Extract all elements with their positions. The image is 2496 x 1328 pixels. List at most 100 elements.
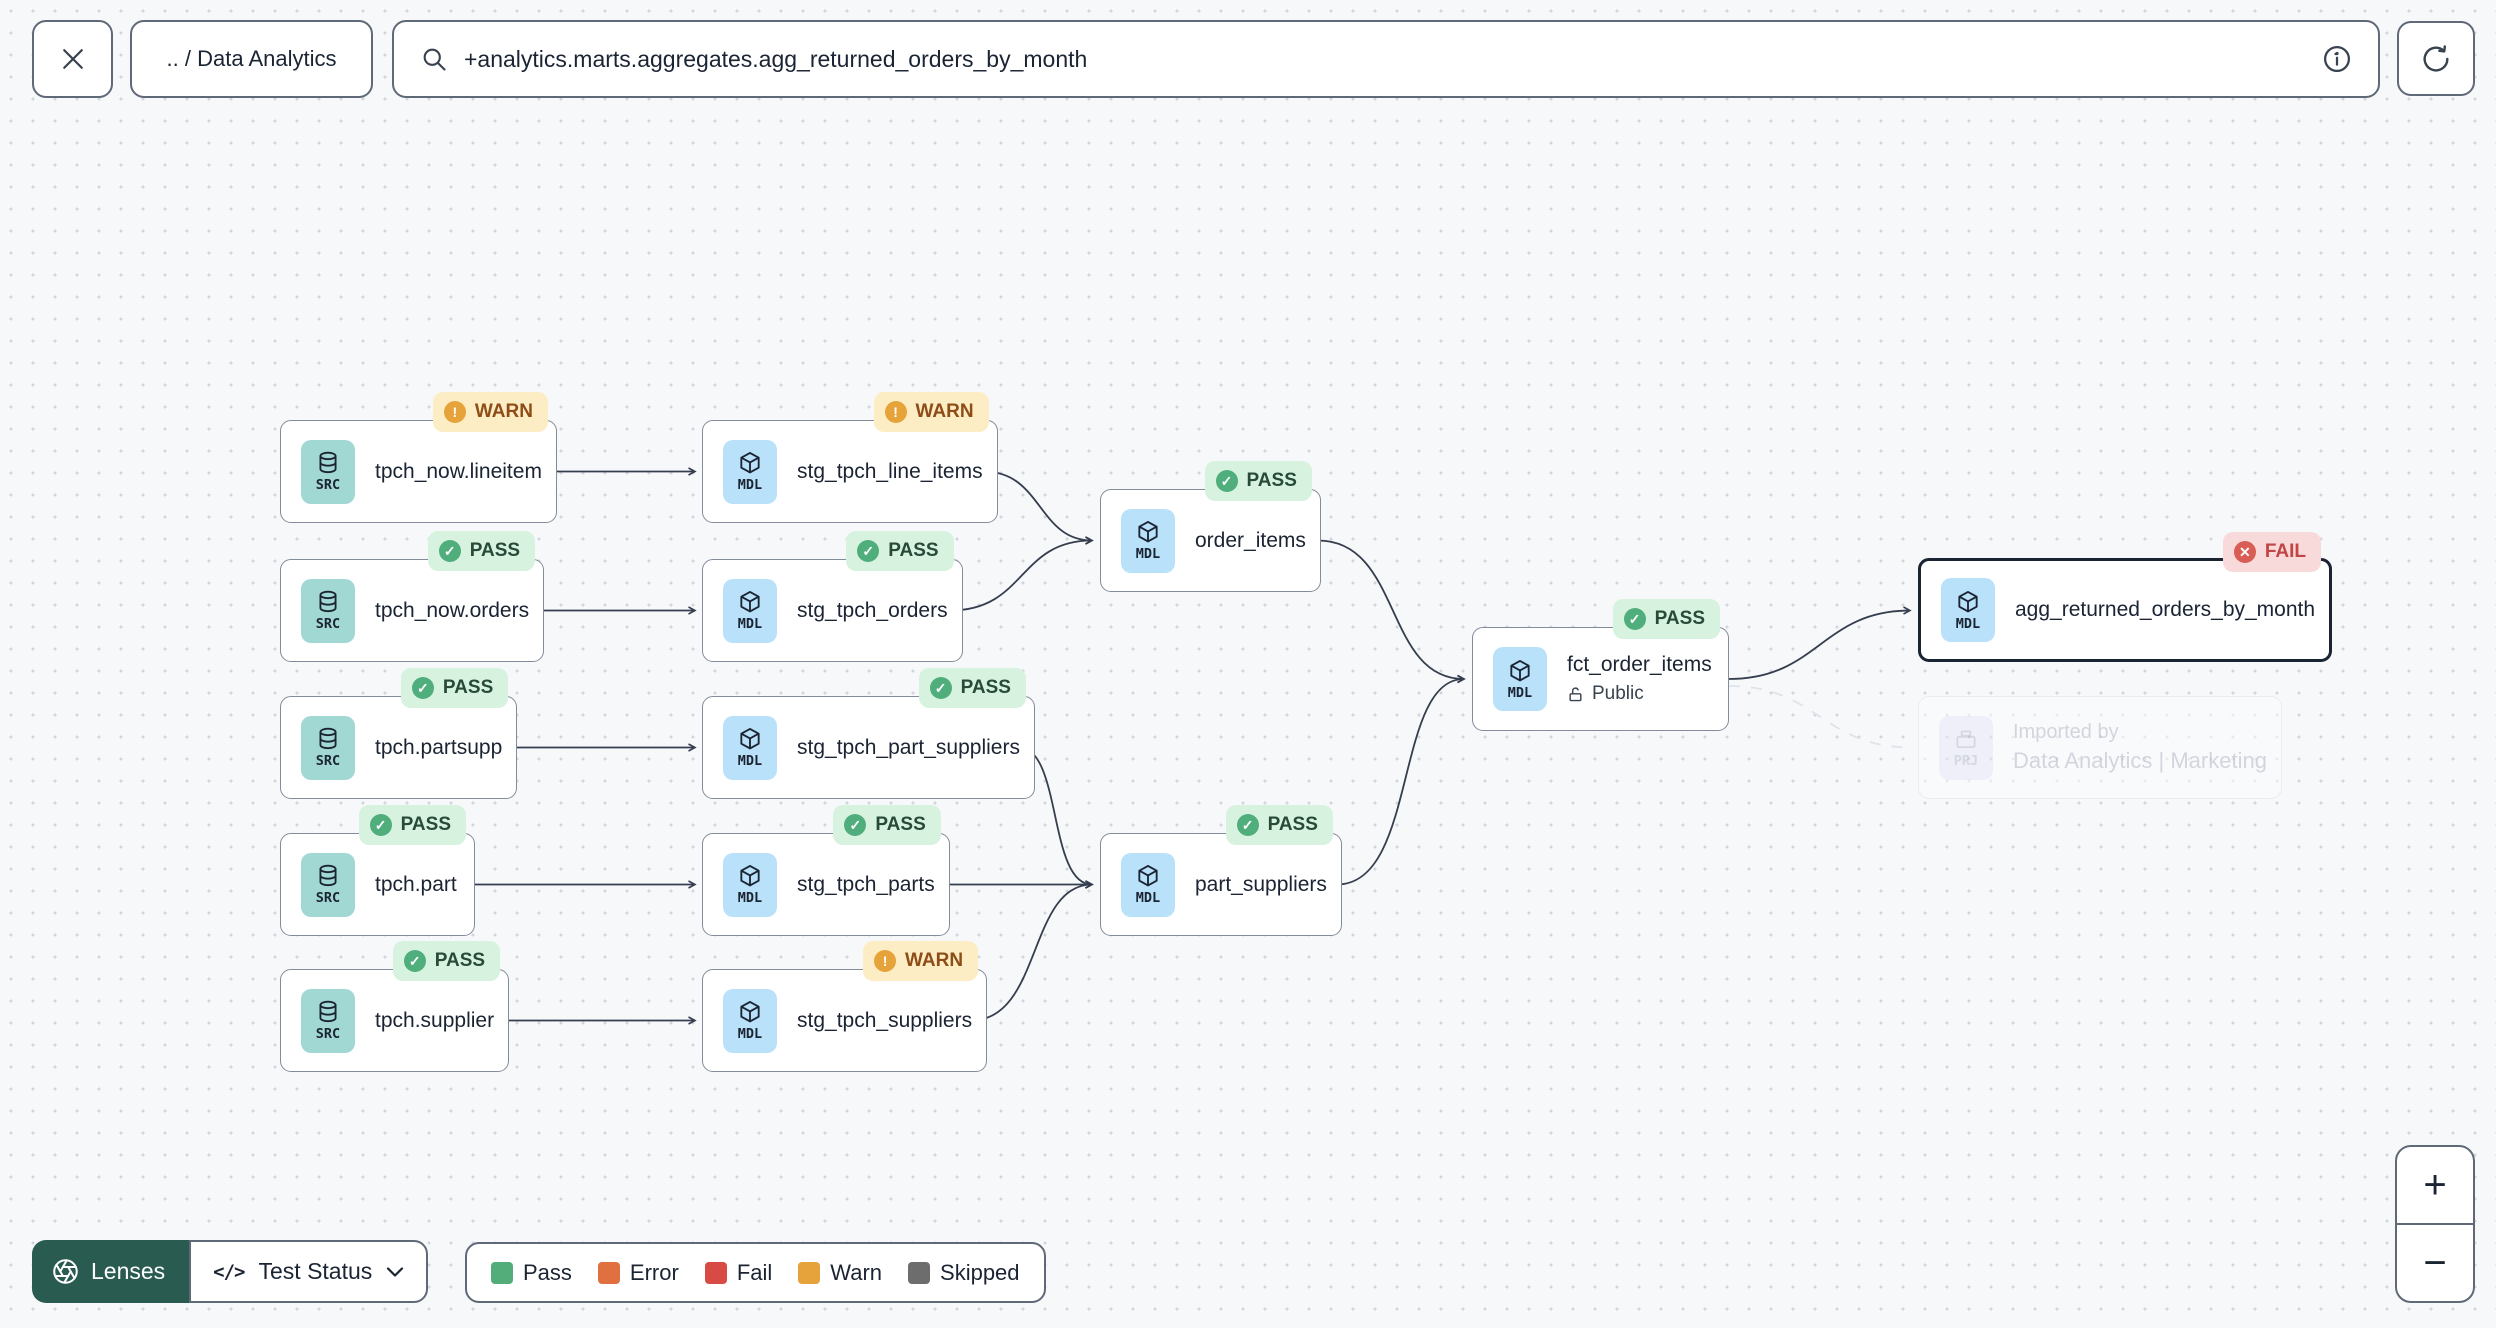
status-badge: ! WARN	[432, 392, 548, 432]
database-icon	[319, 1000, 337, 1023]
node-tpch-supplier[interactable]: ✓ PASS SRC tpch.supplier	[280, 941, 510, 1072]
legend-item-fail: Fail	[704, 1260, 772, 1286]
pass-swatch	[491, 1261, 513, 1284]
status-legend: Pass Error Fail Warn Skipped	[465, 1242, 1046, 1303]
node-tpch-now-lineitem[interactable]: ! WARN SRC tpch_now.lineitem	[280, 392, 557, 523]
node-stg-tpch-parts[interactable]: ✓ PASS MDL stg_tpch_parts	[702, 805, 950, 936]
cube-icon	[1138, 521, 1158, 543]
search-input[interactable]	[464, 45, 2306, 73]
model-type-icon: MDL	[723, 439, 777, 504]
status-badge: ✓ PASS	[918, 668, 1026, 708]
node-agg-returned-orders-by-month[interactable]: ✕ FAIL MDL agg_returned_orders_by_month	[1918, 532, 2333, 662]
legend-item-skipped: Skipped	[908, 1260, 1020, 1286]
fail-swatch	[704, 1261, 727, 1284]
check-icon: ✓	[1236, 814, 1259, 836]
check-icon: ✓	[857, 540, 880, 562]
model-type-icon: MDL	[723, 852, 777, 917]
model-type-icon: MDL	[1941, 578, 1995, 642]
check-icon: ✓	[1215, 470, 1238, 492]
lenses-button[interactable]: Lenses	[32, 1240, 190, 1303]
cube-icon	[740, 591, 760, 613]
node-stg-tpch-orders[interactable]: ✓ PASS MDL stg_tpch_orders	[702, 531, 963, 662]
access-level: Public	[1567, 683, 1712, 705]
cube-icon	[740, 452, 760, 474]
check-icon: ✓	[844, 814, 867, 836]
lens-selector[interactable]: </> Test Status	[189, 1240, 429, 1303]
cube-icon	[1958, 590, 1978, 612]
node-stg-tpch-line-items[interactable]: ! WARN MDL stg_tpch_line_items	[702, 392, 998, 523]
status-badge: ✓ PASS	[392, 941, 501, 981]
source-type-icon: SRC	[301, 852, 355, 917]
lineage-search[interactable]	[392, 20, 2380, 98]
model-type-icon: MDL	[723, 578, 777, 643]
warn-icon: !	[874, 950, 897, 972]
info-icon[interactable]	[2322, 44, 2352, 74]
cube-icon	[740, 728, 760, 750]
warn-swatch	[798, 1261, 821, 1284]
node-tpch-part[interactable]: ✓ PASS SRC tpch.part	[280, 805, 475, 936]
status-badge: ✓ PASS	[1225, 805, 1333, 845]
cube-icon	[740, 865, 760, 887]
project-type-icon: PRJ	[1939, 715, 1993, 780]
status-badge: ! WARN	[873, 392, 989, 432]
check-icon: ✓	[369, 814, 392, 836]
legend-item-error: Error	[597, 1260, 679, 1286]
fail-icon: ✕	[2233, 541, 2256, 563]
node-stg-tpch-part-suppliers[interactable]: ✓ PASS MDL stg_tpch_part_suppliers	[702, 668, 1035, 799]
refresh-icon	[2423, 44, 2449, 72]
node-stg-tpch-suppliers[interactable]: ! WARN MDL stg_tpch_suppliers	[702, 941, 988, 1072]
status-badge: ✓ PASS	[400, 668, 509, 708]
status-badge: ✓ PASS	[1612, 599, 1720, 639]
zoom-in-button[interactable]: +	[2397, 1147, 2473, 1225]
node-fct-order-items[interactable]: ✓ PASS MDL fct_order_items Public	[1472, 599, 1729, 731]
status-badge: ✓ PASS	[427, 531, 536, 571]
chevron-down-icon	[387, 1266, 404, 1277]
legend-item-warn: Warn	[798, 1260, 882, 1286]
source-type-icon: SRC	[301, 715, 355, 780]
legend-item-pass: Pass	[491, 1260, 572, 1286]
check-icon: ✓	[403, 950, 426, 972]
check-icon: ✓	[411, 677, 434, 699]
status-badge: ✓ PASS	[1204, 461, 1312, 501]
node-imported-by-project[interactable]: PRJ Imported by Data Analytics | Marketi…	[1918, 696, 2282, 799]
status-badge: ✕ FAIL	[2222, 532, 2322, 572]
model-type-icon: MDL	[1121, 852, 1175, 917]
search-icon	[423, 48, 446, 71]
source-type-icon: SRC	[301, 578, 355, 643]
error-swatch	[597, 1261, 620, 1284]
unlock-icon	[1569, 686, 1582, 701]
check-icon: ✓	[438, 540, 461, 562]
node-order-items[interactable]: ✓ PASS MDL order_items	[1100, 461, 1321, 592]
warn-icon: !	[884, 401, 907, 423]
node-tpch-now-orders[interactable]: ✓ PASS SRC tpch_now.orders	[280, 531, 545, 662]
database-icon	[319, 864, 337, 887]
code-icon: </>	[213, 1260, 245, 1283]
aperture-icon	[53, 1259, 78, 1284]
status-badge: ✓ PASS	[358, 805, 466, 845]
cube-icon	[1510, 659, 1530, 681]
close-button[interactable]	[32, 20, 113, 98]
close-icon	[62, 49, 83, 69]
refresh-button[interactable]	[2397, 21, 2475, 96]
database-icon	[319, 590, 337, 613]
node-part-suppliers[interactable]: ✓ PASS MDL part_suppliers	[1100, 805, 1342, 936]
zoom-out-button[interactable]: −	[2423, 1240, 2447, 1285]
check-icon: ✓	[1623, 608, 1646, 630]
source-type-icon: SRC	[301, 439, 355, 504]
node-tpch-partsupp[interactable]: ✓ PASS SRC tpch.partsupp	[280, 668, 518, 799]
status-badge: ✓ PASS	[846, 531, 954, 571]
status-badge: ✓ PASS	[833, 805, 941, 845]
breadcrumb[interactable]: .. / Data Analytics	[130, 20, 373, 98]
model-type-icon: MDL	[723, 988, 777, 1053]
source-type-icon: SRC	[301, 988, 355, 1053]
database-icon	[319, 451, 337, 474]
lenses-control: Lenses </> Test Status	[32, 1240, 429, 1303]
warn-icon: !	[443, 401, 466, 423]
briefcase-icon	[1956, 730, 1976, 749]
skipped-swatch	[908, 1261, 931, 1284]
model-type-icon: MDL	[1121, 508, 1175, 573]
breadcrumb-label: .. / Data Analytics	[166, 46, 337, 71]
model-type-icon: MDL	[1493, 647, 1547, 711]
cube-icon	[740, 1001, 760, 1023]
